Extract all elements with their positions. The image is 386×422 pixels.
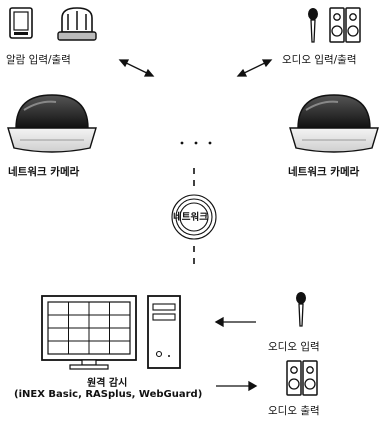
ellipsis-dots	[180, 141, 212, 145]
audio-top-label: 오디오 입력/출력	[282, 54, 357, 66]
arrow-audio-top-icon	[236, 59, 273, 77]
alarm-siren-icon	[57, 7, 97, 41]
audio-out-label: 오디오 출력	[268, 405, 320, 417]
monitor-icon	[41, 295, 137, 370]
arrow-alarm-icon	[118, 59, 155, 77]
audio-in-label: 오디오 입력	[268, 341, 320, 353]
alarm-sensor-icon	[9, 7, 33, 39]
remote-title: 원격 감시	[87, 378, 128, 389]
camera-right-label: 네트워크 카메라	[288, 166, 360, 178]
speaker-icon	[329, 7, 361, 43]
network-rings-icon	[171, 194, 217, 240]
microphone-icon	[308, 8, 318, 43]
pc-tower-icon	[147, 295, 181, 369]
microphone-bottom-icon	[296, 292, 306, 327]
alarm-label: 알람 입력/출력	[6, 54, 71, 66]
dome-camera-left-icon	[7, 94, 97, 153]
dome-camera-right-icon	[289, 94, 379, 153]
speaker-bottom-icon	[286, 360, 318, 396]
camera-left-label: 네트워크 카메라	[8, 166, 80, 178]
arrow-audio-out-icon	[216, 380, 258, 392]
arrow-audio-in-icon	[214, 316, 256, 328]
remote-subtitle: (iNEX Basic, RASplus, WebGuard)	[14, 389, 203, 400]
network-label: 네트워크	[173, 212, 208, 223]
